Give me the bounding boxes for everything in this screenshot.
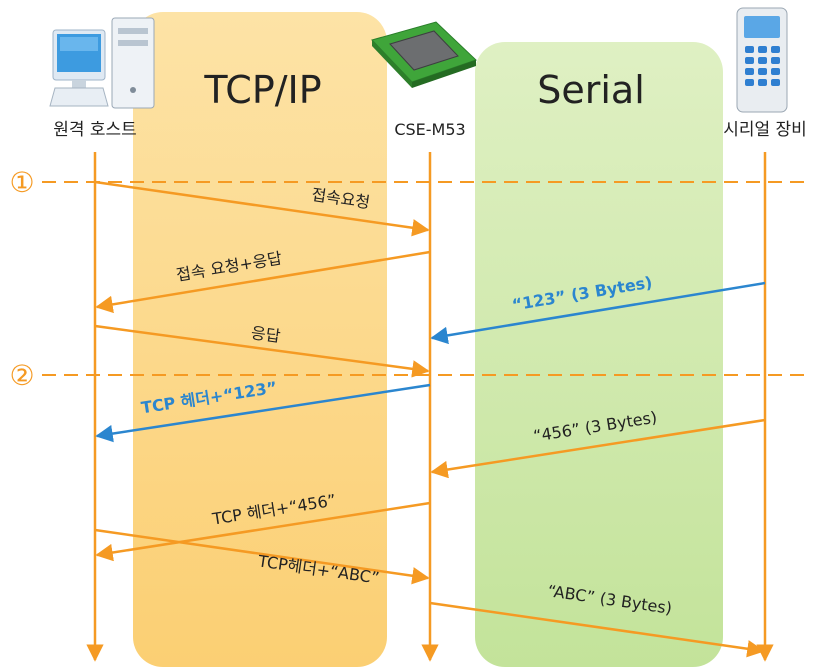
message-label: 응답 (250, 323, 282, 346)
message-arrow (95, 501, 431, 562)
serial-zone (475, 42, 723, 667)
module-label: CSE-M53 (394, 120, 465, 139)
message-arrow (95, 383, 431, 443)
message-arrow (94, 180, 430, 237)
tcpip-zone (133, 12, 387, 667)
circuit-board-chip-icon (371, 21, 477, 88)
tcpip-zone-label: TCP/IP (203, 68, 321, 112)
message-arrow (94, 528, 430, 585)
step-2-marker: ② (9, 359, 34, 392)
message-arrow (95, 250, 431, 314)
serial-zone-label: Serial (537, 68, 645, 112)
message-arrow (94, 324, 430, 378)
host-label: 원격 호스트 (53, 120, 137, 140)
device-label: 시리얼 장비 (723, 120, 807, 140)
message-arrow (429, 601, 765, 658)
keypad-terminal-icon (736, 7, 788, 113)
step-1-marker: ① (9, 166, 34, 199)
message-arrow (430, 281, 766, 345)
desktop-computer-icon (49, 17, 155, 109)
message-arrow (430, 418, 766, 479)
